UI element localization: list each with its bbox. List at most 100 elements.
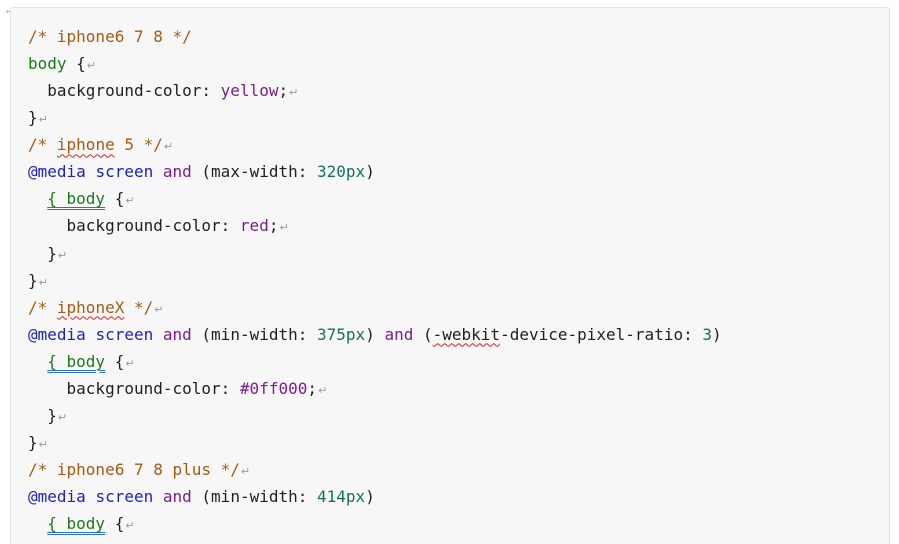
code-line[interactable]: }↵: [28, 104, 722, 131]
code-line[interactable]: background-color: #0ff000;↵: [28, 375, 722, 402]
code-token-punct: {: [66, 54, 86, 74]
code-token-plain: [86, 162, 96, 181]
spelling-flagged-token: iphoneX: [56, 297, 125, 317]
paragraph-mark-icon: ↵: [279, 221, 289, 235]
code-token-comment: */: [124, 297, 154, 317]
paragraph-mark-icon: ↵: [318, 383, 328, 397]
code-token-comment: /* iphone6 7 8 */: [28, 27, 192, 46]
paragraph-mark-icon: ↵: [38, 113, 48, 127]
code-token-comment: /* iphone6 7 8 plus */: [28, 460, 240, 479]
code-line[interactable]: }↵: [28, 429, 722, 456]
paragraph-mark-icon: ↵: [86, 59, 97, 73]
code-line[interactable]: { body {↵: [28, 185, 722, 212]
code-token-keyword: and: [162, 324, 192, 344]
code-token-value: #0ff000: [239, 378, 308, 398]
grammar-flagged-token: { body: [47, 514, 106, 534]
code-token-plain: (min-width:: [191, 487, 318, 507]
code-token-at-rule: @media: [28, 162, 86, 182]
code-line[interactable]: background-color: yellow;↵: [28, 77, 722, 104]
code-line[interactable]: @media screen and (min-width: 375px) and…: [28, 321, 722, 348]
paragraph-mark-icon: ↵: [57, 410, 68, 424]
code-block[interactable]: /* iphone6 7 8 */body {↵ background-colo…: [10, 7, 890, 544]
code-token-plain: (: [413, 324, 433, 344]
code-line[interactable]: { body {↵: [28, 348, 722, 375]
paragraph-mark-icon: ↵: [125, 194, 135, 208]
code-line[interactable]: }↵: [28, 402, 722, 429]
code-token-plain: ): [712, 324, 722, 344]
code-token-at-rule: screen: [95, 162, 154, 182]
code-token-plain: -device-pixel-ratio:: [500, 324, 703, 344]
code-line[interactable]: @media screen and (max-width: 320px): [28, 158, 722, 185]
code-token-comment: 5 */: [114, 135, 163, 155]
code-token-plain: [153, 162, 163, 181]
code-token-punct: {: [105, 351, 125, 371]
paragraph-mark-icon: ↵: [154, 302, 164, 316]
code-token-punct: {: [105, 189, 125, 209]
code-token-punct: {: [105, 514, 125, 534]
code-token-plain: [86, 487, 96, 506]
code-token-at-rule: @media: [28, 324, 86, 344]
code-line[interactable]: /* iphone6 7 8 */: [28, 23, 722, 50]
code-line[interactable]: /* iphone 5 */↵: [28, 131, 722, 158]
grammar-flagged-token: { body: [47, 189, 106, 209]
code-token-punct: }: [28, 432, 38, 452]
code-line[interactable]: background-color: red;↵: [28, 212, 722, 239]
code-token-punct: }: [28, 108, 38, 128]
paragraph-mark-icon: ↵: [6, 6, 12, 16]
code-lines: /* iphone6 7 8 */body {↵ background-colo…: [28, 23, 722, 537]
code-token-number: 414px: [317, 487, 366, 507]
code-token-plain: (max-width:: [191, 162, 318, 182]
code-token-punct: ;: [307, 378, 317, 398]
code-token-at-rule: @media: [28, 487, 86, 507]
code-token-plain: ): [365, 324, 385, 344]
code-token-property: background-color:: [28, 378, 240, 398]
code-token-plain: [28, 189, 47, 208]
paragraph-mark-icon: ↵: [289, 86, 299, 100]
code-line[interactable]: }↵: [28, 267, 722, 294]
code-token-punct: }: [28, 270, 38, 290]
code-token-number: 375px: [317, 324, 366, 344]
code-token-comment: /*: [28, 135, 57, 155]
code-line[interactable]: body {↵: [28, 50, 722, 77]
code-token-selector: body: [28, 54, 67, 74]
code-line[interactable]: @media screen and (min-width: 414px): [28, 483, 722, 510]
spelling-flagged-token: -webkit: [432, 324, 501, 344]
code-token-at-rule: screen: [95, 487, 154, 507]
code-token-punct: ;: [278, 81, 289, 101]
code-token-property: background-color:: [28, 216, 240, 236]
code-token-plain: [28, 514, 47, 533]
paragraph-mark-icon: ↵: [38, 275, 48, 289]
code-token-number: 3: [702, 324, 712, 344]
grammar-flagged-token: { body: [47, 351, 106, 371]
code-line[interactable]: /* iphone6 7 8 plus */↵: [28, 456, 722, 483]
paragraph-mark-icon: ↵: [125, 356, 135, 370]
code-token-keyword: and: [384, 324, 414, 344]
paragraph-mark-icon: ↵: [38, 437, 48, 451]
code-token-keyword: and: [162, 162, 192, 182]
spelling-flagged-token: iphone: [56, 135, 115, 155]
code-token-keyword: and: [162, 487, 192, 507]
code-token-number: 320px: [317, 162, 366, 182]
code-line[interactable]: { body {↵: [28, 510, 722, 537]
paragraph-mark-icon: ↵: [240, 465, 251, 478]
code-token-at-rule: screen: [95, 324, 154, 344]
code-token-plain: [28, 352, 47, 371]
code-token-plain: [86, 325, 96, 344]
code-token-plain: ): [365, 487, 375, 507]
code-token-punct: ;: [268, 216, 279, 236]
code-token-value: yellow: [220, 81, 279, 101]
code-token-value: red: [239, 216, 269, 236]
paragraph-mark-icon: ↵: [57, 248, 68, 262]
code-token-property: background-color:: [28, 81, 221, 101]
code-token-punct: }: [28, 405, 57, 425]
code-line[interactable]: /* iphoneX */↵: [28, 294, 722, 321]
code-token-plain: ): [365, 162, 375, 182]
code-token-punct: }: [28, 243, 57, 263]
paragraph-mark-icon: ↵: [125, 519, 135, 533]
code-line[interactable]: }↵: [28, 240, 722, 267]
code-token-plain: (min-width:: [191, 324, 318, 344]
code-token-comment: /*: [28, 297, 57, 317]
paragraph-mark-icon: ↵: [163, 140, 174, 154]
code-token-plain: [153, 325, 163, 344]
